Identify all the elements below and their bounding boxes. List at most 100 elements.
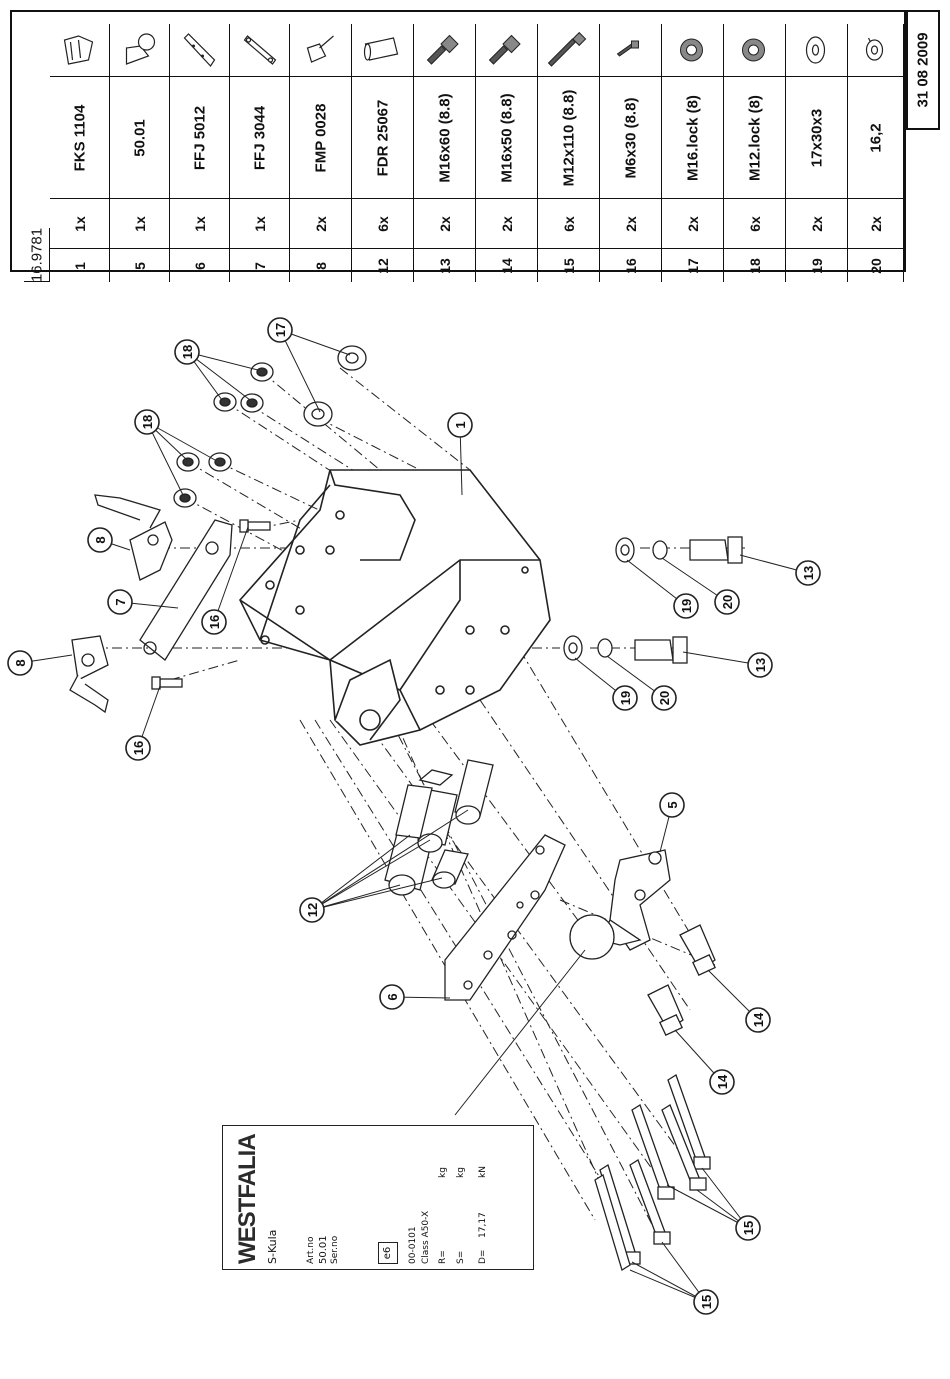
approval-number: 00-0101 <box>408 1225 418 1264</box>
part-qty-cell: 2x <box>414 198 475 248</box>
callout-17: 17 <box>267 317 293 343</box>
callout-number: 20 <box>720 595 735 609</box>
part-qty-cell: 2x <box>290 198 351 248</box>
part-image-cell <box>352 24 413 76</box>
r-label: R= <box>438 1249 448 1264</box>
part-code-cell: M16.lock (8) <box>662 76 723 198</box>
callout-12: 12 <box>299 897 325 923</box>
callout-number: 19 <box>618 691 633 705</box>
part-code-cell: M6x30 (8.8) <box>600 76 661 198</box>
part-pos-cell: 13 <box>414 248 475 282</box>
callout-13: 13 <box>747 652 773 678</box>
part-quantity: 2x <box>436 215 453 232</box>
part-pos-cell: 17 <box>662 248 723 282</box>
spacer-tube-icon <box>361 30 404 70</box>
callout-16: 16 <box>125 735 151 761</box>
side-bracket-lower <box>69 635 109 714</box>
callout-number: 16 <box>207 615 222 629</box>
art-no-value: 50.01 <box>318 1234 329 1264</box>
part-image-cell <box>848 24 903 76</box>
part-image-cell <box>476 24 537 76</box>
part-position: 15 <box>560 257 577 274</box>
parts-row-17: M16.lock (8) 2x 17 <box>662 24 724 282</box>
part-image-cell <box>662 24 723 76</box>
part-position: 18 <box>746 257 763 274</box>
part-qty-cell: 6x <box>724 198 785 248</box>
part-code-cell: FMP 0028 <box>290 76 351 198</box>
small-bolt-icon <box>609 30 652 70</box>
callout-6: 6 <box>379 984 405 1010</box>
callout-8: 8 <box>87 527 113 553</box>
part-quantity: 2x <box>867 215 884 232</box>
part-code: FDR 25067 <box>374 99 391 176</box>
part-qty-cell: 1x <box>110 198 169 248</box>
part-position: 5 <box>131 261 148 270</box>
tow-bar-frame-icon <box>58 30 101 70</box>
part-position: 12 <box>374 257 391 274</box>
mounting-plate <box>444 834 566 1001</box>
callout-number: 8 <box>93 536 108 543</box>
part-code-cell: M12x110 (8.8) <box>538 76 599 198</box>
part-position: 6 <box>191 261 208 270</box>
s-label: S= <box>456 1250 466 1264</box>
part-pos-cell: 14 <box>476 248 537 282</box>
d-unit: kN <box>478 1165 488 1178</box>
lock-nuts-18-lower <box>173 452 232 508</box>
part-quantity: 2x <box>684 215 701 232</box>
callout-number: 14 <box>715 1074 730 1089</box>
part-image-cell <box>600 24 661 76</box>
part-code: M12x110 (8.8) <box>560 89 577 186</box>
part-code: M16x50 (8.8) <box>498 92 515 183</box>
part-code: 17x30x3 <box>808 108 825 167</box>
part-position: 16 <box>622 257 639 274</box>
callout-13: 13 <box>795 560 821 586</box>
r-unit: kg <box>438 1166 448 1178</box>
long-bolts-15 <box>594 1074 711 1272</box>
revision-date-text: 31 08 2009 <box>914 32 932 108</box>
callout-8: 8 <box>7 650 33 676</box>
part-quantity: 2x <box>808 215 825 232</box>
spring-washers-20 <box>597 540 668 658</box>
part-qty-cell: 2x <box>786 198 847 248</box>
part-code-cell: FKS 1104 <box>50 76 109 198</box>
part-qty-cell: 1x <box>170 198 229 248</box>
callout-number: 15 <box>741 1221 756 1235</box>
part-image-cell <box>290 24 351 76</box>
rating-plate-content: WESTFALIA S-Kula Art.no 50.01 Ser.no e6 … <box>228 1128 528 1268</box>
part-qty-cell: 2x <box>476 198 537 248</box>
callout-number: 13 <box>753 658 768 672</box>
part-code-cell: M16x50 (8.8) <box>476 76 537 198</box>
part-code-cell: FFJ 3044 <box>230 76 289 198</box>
part-pos-cell: 1 <box>50 248 109 282</box>
callout-number: 20 <box>657 691 672 705</box>
part-quantity: 1x <box>131 215 148 232</box>
small-bolt-lower <box>151 676 183 690</box>
part-code: M16.lock (8) <box>684 94 701 181</box>
part-qty-cell: 6x <box>538 198 599 248</box>
part-position: 1 <box>71 261 88 270</box>
part-quantity: 1x <box>191 215 208 232</box>
part-image-cell <box>230 24 289 76</box>
plate-leader-line <box>454 949 586 1116</box>
washer-icon <box>795 30 838 70</box>
spring-washer-icon <box>854 30 897 70</box>
part-code: M16x60 (8.8) <box>436 92 453 183</box>
part-pos-cell: 5 <box>110 248 169 282</box>
part-pos-cell: 19 <box>786 248 847 282</box>
callout-number: 19 <box>679 599 694 613</box>
approval-mark: e6 <box>378 1241 398 1264</box>
lock-nut-icon <box>671 30 714 70</box>
s-unit: kg <box>456 1166 466 1178</box>
part-position: 7 <box>251 261 268 270</box>
document-reference: 16.9781 <box>24 227 50 282</box>
part-pos-cell: 15 <box>538 248 599 282</box>
tow-bar-frame <box>239 469 551 746</box>
callout-1: 1 <box>447 412 473 438</box>
callout-19: 19 <box>673 593 699 619</box>
callout-number: 17 <box>273 323 288 337</box>
part-position: 14 <box>498 257 515 274</box>
art-no-label: Art.no <box>306 1236 316 1264</box>
part-quantity: 6x <box>560 215 577 232</box>
